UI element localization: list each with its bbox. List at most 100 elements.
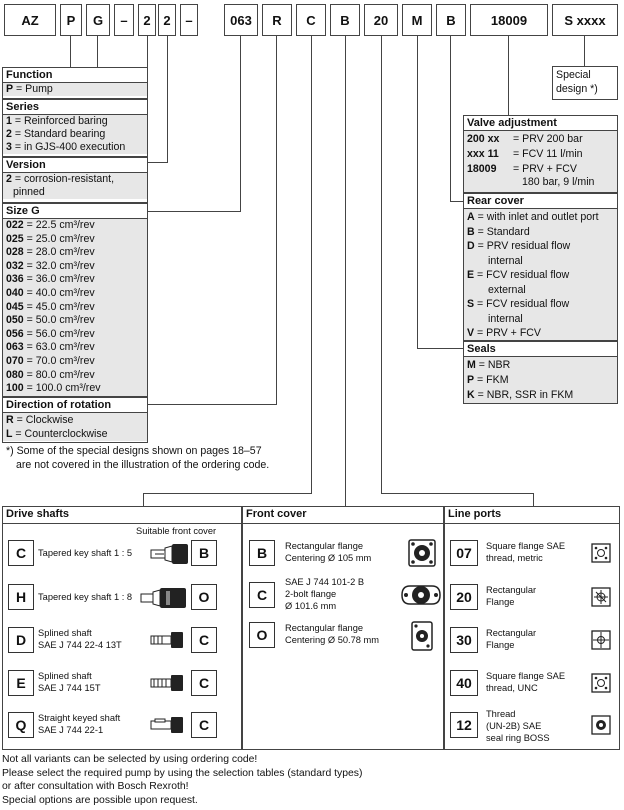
code-cell-rotation: R xyxy=(262,4,292,36)
connector-line xyxy=(533,493,534,507)
seals-box: Seals M = NBR P = FKM K = NBR, SSR in FK… xyxy=(463,341,618,404)
special-design-box: Special design *) xyxy=(552,66,618,100)
line-port-desc-line: Square flange SAE xyxy=(486,671,566,681)
rotation-key: L xyxy=(6,428,13,440)
seals-key: M xyxy=(467,359,476,371)
size-desc: = 45.0 cm³/rev xyxy=(23,300,95,313)
size-key: 100 xyxy=(6,382,24,395)
rear-key: S xyxy=(467,298,475,310)
front-cover-code: C xyxy=(249,582,275,608)
size-desc: = 80.0 cm³/rev xyxy=(23,368,95,381)
drive-shaft-code: D xyxy=(8,627,34,653)
connector-line xyxy=(148,404,277,405)
line-port-code: 30 xyxy=(450,627,478,653)
splined-shaft-15t-icon xyxy=(150,673,184,698)
size-desc: = 32.0 cm³/rev xyxy=(23,259,95,272)
size-key: 040 xyxy=(6,286,24,299)
front-cover-desc-line: Centering Ø 50.78 mm xyxy=(285,635,380,645)
rear-desc: = Standard xyxy=(474,225,530,238)
version-key: 2 xyxy=(6,173,12,185)
thread-boss-port-icon xyxy=(591,715,611,740)
drive-shaft-desc: Tapered key shaft 1 : 8 xyxy=(38,591,132,603)
rear-title: Rear cover xyxy=(464,194,617,209)
line-ports-title: Line ports xyxy=(448,508,502,520)
version-title: Version xyxy=(3,158,147,173)
size-desc: = 50.0 cm³/rev xyxy=(23,314,95,327)
line-ports-section xyxy=(444,506,620,750)
rear-key: B xyxy=(467,225,475,238)
suitable-front-cover-code: C xyxy=(191,627,217,653)
line-port-desc-line: (UN-2B) SAE xyxy=(486,721,542,731)
line-port-desc-line: seal ring BOSS xyxy=(486,733,550,743)
line-port-code: 12 xyxy=(450,712,478,738)
front-cover-code: B xyxy=(249,540,275,566)
size-key: 070 xyxy=(6,354,24,367)
code-cell-series: 2 xyxy=(138,4,156,36)
connector-line xyxy=(417,348,464,349)
series-title: Series xyxy=(3,100,147,115)
size-title: Size G xyxy=(3,204,147,219)
suitable-front-cover-code: C xyxy=(191,712,217,738)
drive-shaft-desc-line: Splined shaft xyxy=(38,628,92,638)
seals-key: K xyxy=(467,389,475,401)
drive-shaft-code: Q xyxy=(8,712,34,738)
rectangular-flange-port-icon xyxy=(591,587,611,612)
code-cell-version: 2 xyxy=(158,4,176,36)
valve-key: 18009 xyxy=(467,163,497,175)
line-port-desc: Square flange SAE thread, UNC xyxy=(486,670,565,694)
connector-line xyxy=(508,36,509,116)
front-cover-section xyxy=(242,506,444,750)
size-key: 045 xyxy=(6,300,24,313)
drive-shaft-desc-line: SAE J 744 22-1 xyxy=(38,725,104,735)
splined-shaft-13t-icon xyxy=(150,630,184,655)
connector-line xyxy=(345,36,346,507)
size-key: 025 xyxy=(6,232,24,245)
line-port-desc-line: thread, UNC xyxy=(486,683,538,693)
rotation-desc: = Counterclockwise xyxy=(12,428,108,440)
code-cell-seals: M xyxy=(402,4,432,36)
rear-desc: = PRV + FCV xyxy=(474,327,542,339)
front-cover-title: Front cover xyxy=(246,508,307,520)
rear-desc: = PRV residual flow xyxy=(474,240,571,252)
code-cell-dash-1: – xyxy=(114,4,134,36)
code-cell-g: G xyxy=(86,4,110,36)
size-key: 032 xyxy=(6,259,24,272)
code-cell-az: AZ xyxy=(4,4,56,36)
drive-shaft-code: C xyxy=(8,540,34,566)
connector-line xyxy=(450,36,451,201)
valve-desc: = FCV 11 l/min xyxy=(513,148,583,160)
series-key: 3 xyxy=(6,141,12,153)
code-cell-front-cover: B xyxy=(330,4,360,36)
size-desc: = 28.0 cm³/rev xyxy=(23,246,95,259)
line-port-code: 20 xyxy=(450,584,478,610)
rear-cover-box: Rear cover A = with inlet and outlet por… xyxy=(463,193,618,341)
rectangular-flange-50-icon xyxy=(410,620,434,657)
drive-shaft-desc: Tapered key shaft 1 : 5 xyxy=(38,547,132,559)
rear-key: V xyxy=(467,327,475,339)
suitable-front-cover-code: C xyxy=(191,670,217,696)
line-port-desc-line: Thread xyxy=(486,709,516,719)
series-box: Series 1 = Reinforced baring 2 = Standar… xyxy=(2,99,148,157)
drive-shaft-desc-line: Tapered key shaft 1 : 5 xyxy=(38,548,133,558)
seals-desc: = FKM xyxy=(474,374,509,386)
line-port-code: 07 xyxy=(450,540,478,566)
connector-line xyxy=(417,36,418,349)
code-cell-drive-shaft: C xyxy=(296,4,326,36)
connector-line xyxy=(381,493,534,494)
function-key: P xyxy=(6,83,14,95)
code-cell-dash-2: – xyxy=(180,4,198,36)
drive-shaft-code: E xyxy=(8,670,34,696)
sae-2-bolt-flange-icon xyxy=(398,580,444,615)
tapered-shaft-1-5-icon xyxy=(150,543,190,570)
series-desc: = Standard bearing xyxy=(11,128,106,140)
rotation-title: Direction of rotation xyxy=(3,398,147,413)
line-port-desc-line: Flange xyxy=(486,640,515,650)
